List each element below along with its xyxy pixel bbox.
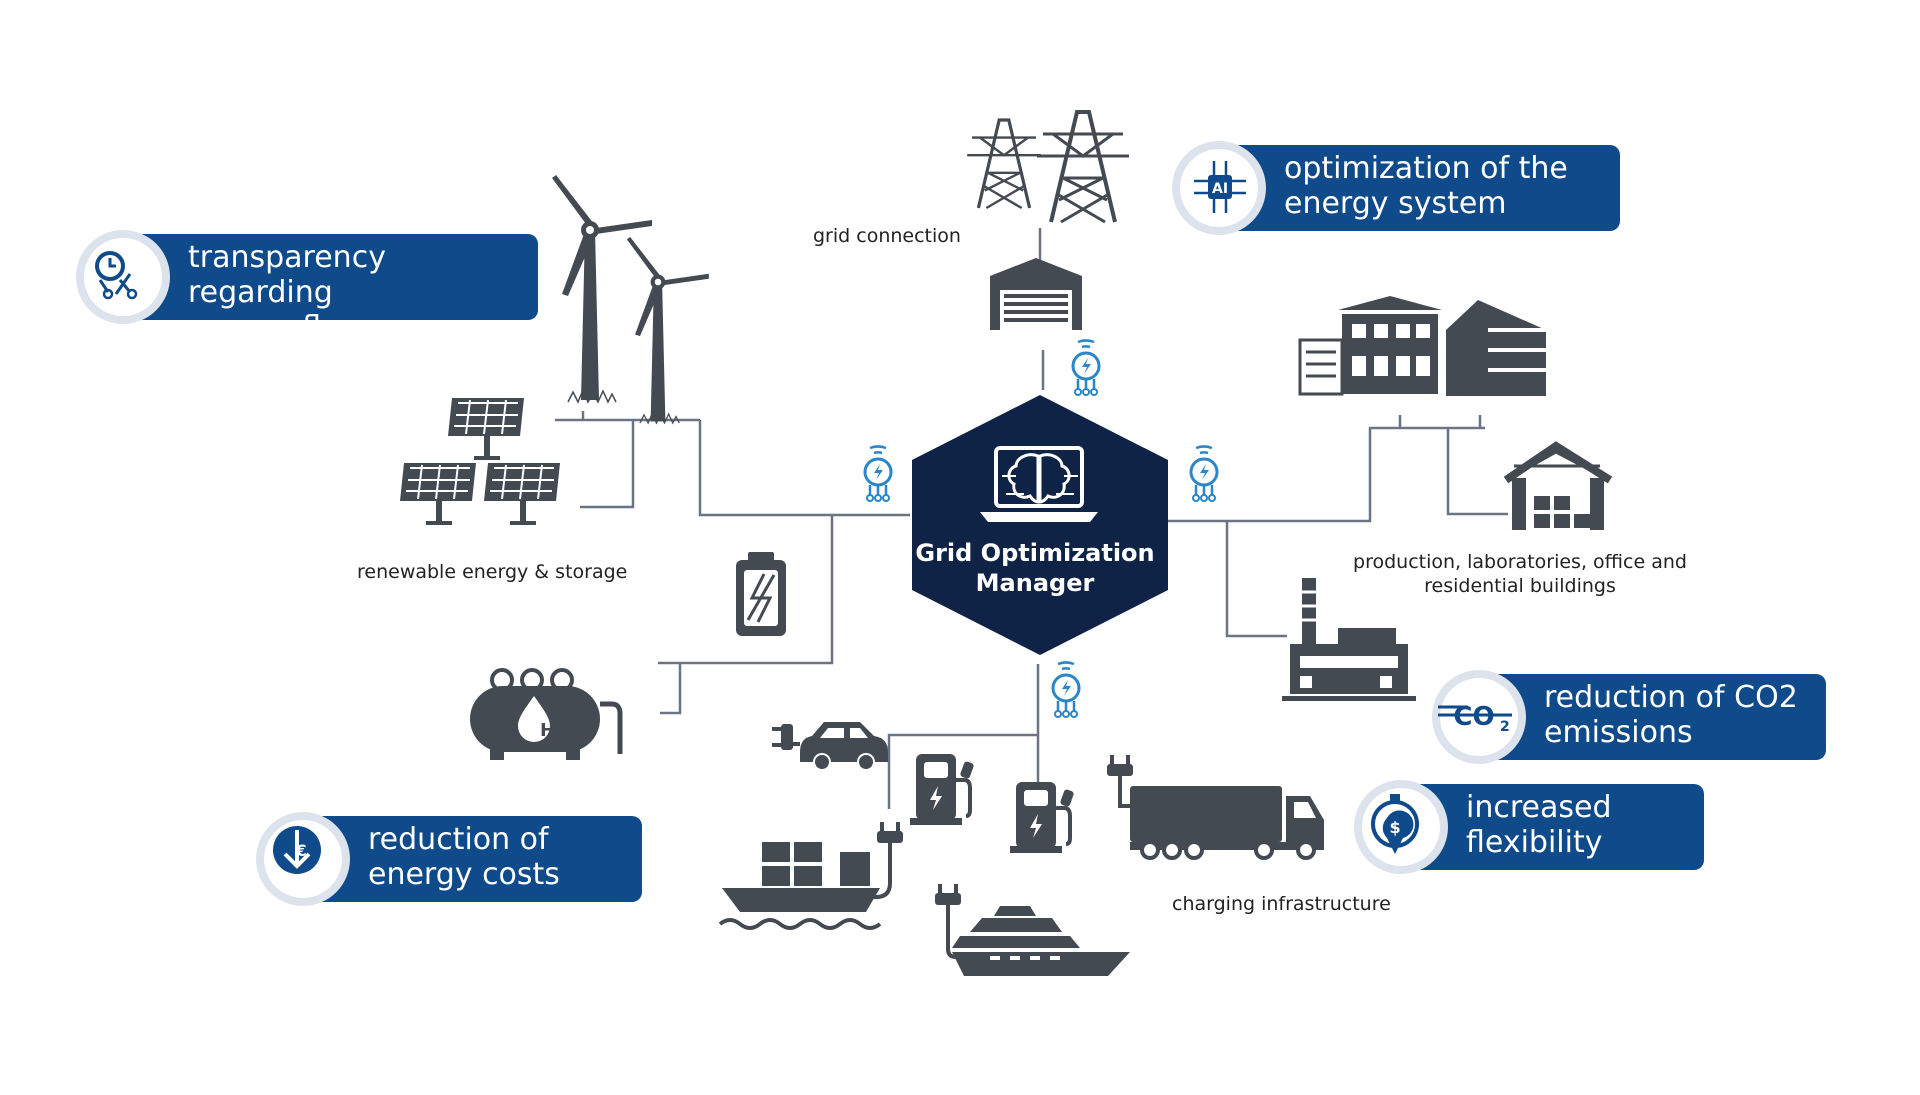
benefit-line: energy costs — [368, 857, 560, 892]
substation-garage-icon — [990, 258, 1082, 330]
cruise-ship-icon — [933, 882, 1130, 976]
smart-meter-icon — [1071, 338, 1101, 397]
industrial-plant-icon — [1282, 578, 1416, 701]
benefit-icon-circle — [256, 812, 350, 906]
benefit-optimization: optimization of the energy system — [1172, 141, 1620, 235]
benefit-text: reduction of energy costs — [368, 822, 628, 892]
benefit-text: reduction of CO2 emissions — [1544, 680, 1812, 750]
renewable-energy-label: renewable energy & storage — [357, 561, 628, 583]
benefit-icon-circle — [1432, 670, 1526, 764]
benefit-icon-circle — [1172, 141, 1266, 235]
buildings-label-line1: production, laboratories, office and — [1353, 551, 1687, 573]
benefit-line: transparency regarding — [188, 240, 386, 310]
hub-title-line2: Manager — [975, 569, 1095, 597]
hub[interactable] — [912, 395, 1168, 655]
grid-connection-label: grid connection — [813, 225, 961, 247]
benefit-text: optimization of the energy system — [1284, 151, 1606, 221]
container-ship-icon — [718, 820, 905, 930]
benefit-costs: reduction of energy costs — [256, 812, 642, 906]
benefit-text: transparency regarding energy flows — [188, 240, 524, 345]
hydrogen-tank-icon: H 2 — [470, 668, 623, 760]
benefit-transparency: transparency regarding energy flows — [76, 230, 538, 345]
svg-text:H: H — [540, 720, 555, 741]
benefit-line: increased — [1466, 790, 1612, 825]
wind-turbine-icon — [626, 236, 710, 424]
benefit-line: reduction of CO2 — [1544, 680, 1798, 715]
benefit-line: energy system — [1284, 186, 1507, 221]
hub-title-line1: Grid Optimization — [915, 539, 1155, 567]
buildings-label-line2: residential buildings — [1424, 575, 1616, 597]
benefit-line: flexibility — [1466, 825, 1603, 860]
factory-hall-icon — [1503, 441, 1613, 530]
benefit-text: increased flexibility — [1466, 790, 1690, 860]
connection-lines — [555, 228, 1508, 820]
electric-car-icon — [770, 722, 888, 771]
charging-station-icon — [1008, 780, 1077, 855]
wind-turbine-icon — [551, 174, 653, 403]
office-building-icon — [1298, 296, 1546, 396]
svg-text:2: 2 — [554, 732, 562, 745]
power-pylon-icon — [965, 118, 1043, 210]
benefit-line: emissions — [1544, 715, 1693, 750]
benefit-icon-circle — [76, 230, 170, 324]
electric-truck-icon — [1105, 753, 1324, 860]
benefit-flexibility: increased flexibility — [1354, 780, 1704, 874]
power-pylon-icon — [1035, 110, 1131, 224]
solar-panel-icon — [483, 462, 561, 526]
hub-hexagon[interactable] — [912, 395, 1168, 655]
benefit-co2: reduction of CO2 emissions — [1432, 670, 1826, 764]
hub-title: Grid Optimization Manager — [905, 538, 1165, 598]
smart-meter-icon — [1051, 660, 1081, 719]
buildings-label: production, laboratories, office and res… — [1340, 550, 1700, 598]
smart-meter-icon — [863, 444, 893, 503]
charging-infrastructure-label: charging infrastructure — [1172, 893, 1391, 915]
benefit-bar — [104, 234, 538, 320]
benefit-bar — [1200, 145, 1620, 231]
benefit-line: optimization of the — [1284, 151, 1568, 186]
benefit-line: reduction of — [368, 822, 549, 857]
benefit-line: energy flows — [188, 310, 380, 345]
ai-brain-laptop-icon — [980, 446, 1098, 522]
battery-icon — [736, 552, 786, 636]
benefit-icon-circle — [1354, 780, 1448, 874]
solar-panel-icon — [399, 462, 477, 526]
smart-meter-icon — [1189, 444, 1219, 503]
solar-panel-icon — [447, 397, 525, 461]
charging-station-icon — [908, 752, 977, 827]
